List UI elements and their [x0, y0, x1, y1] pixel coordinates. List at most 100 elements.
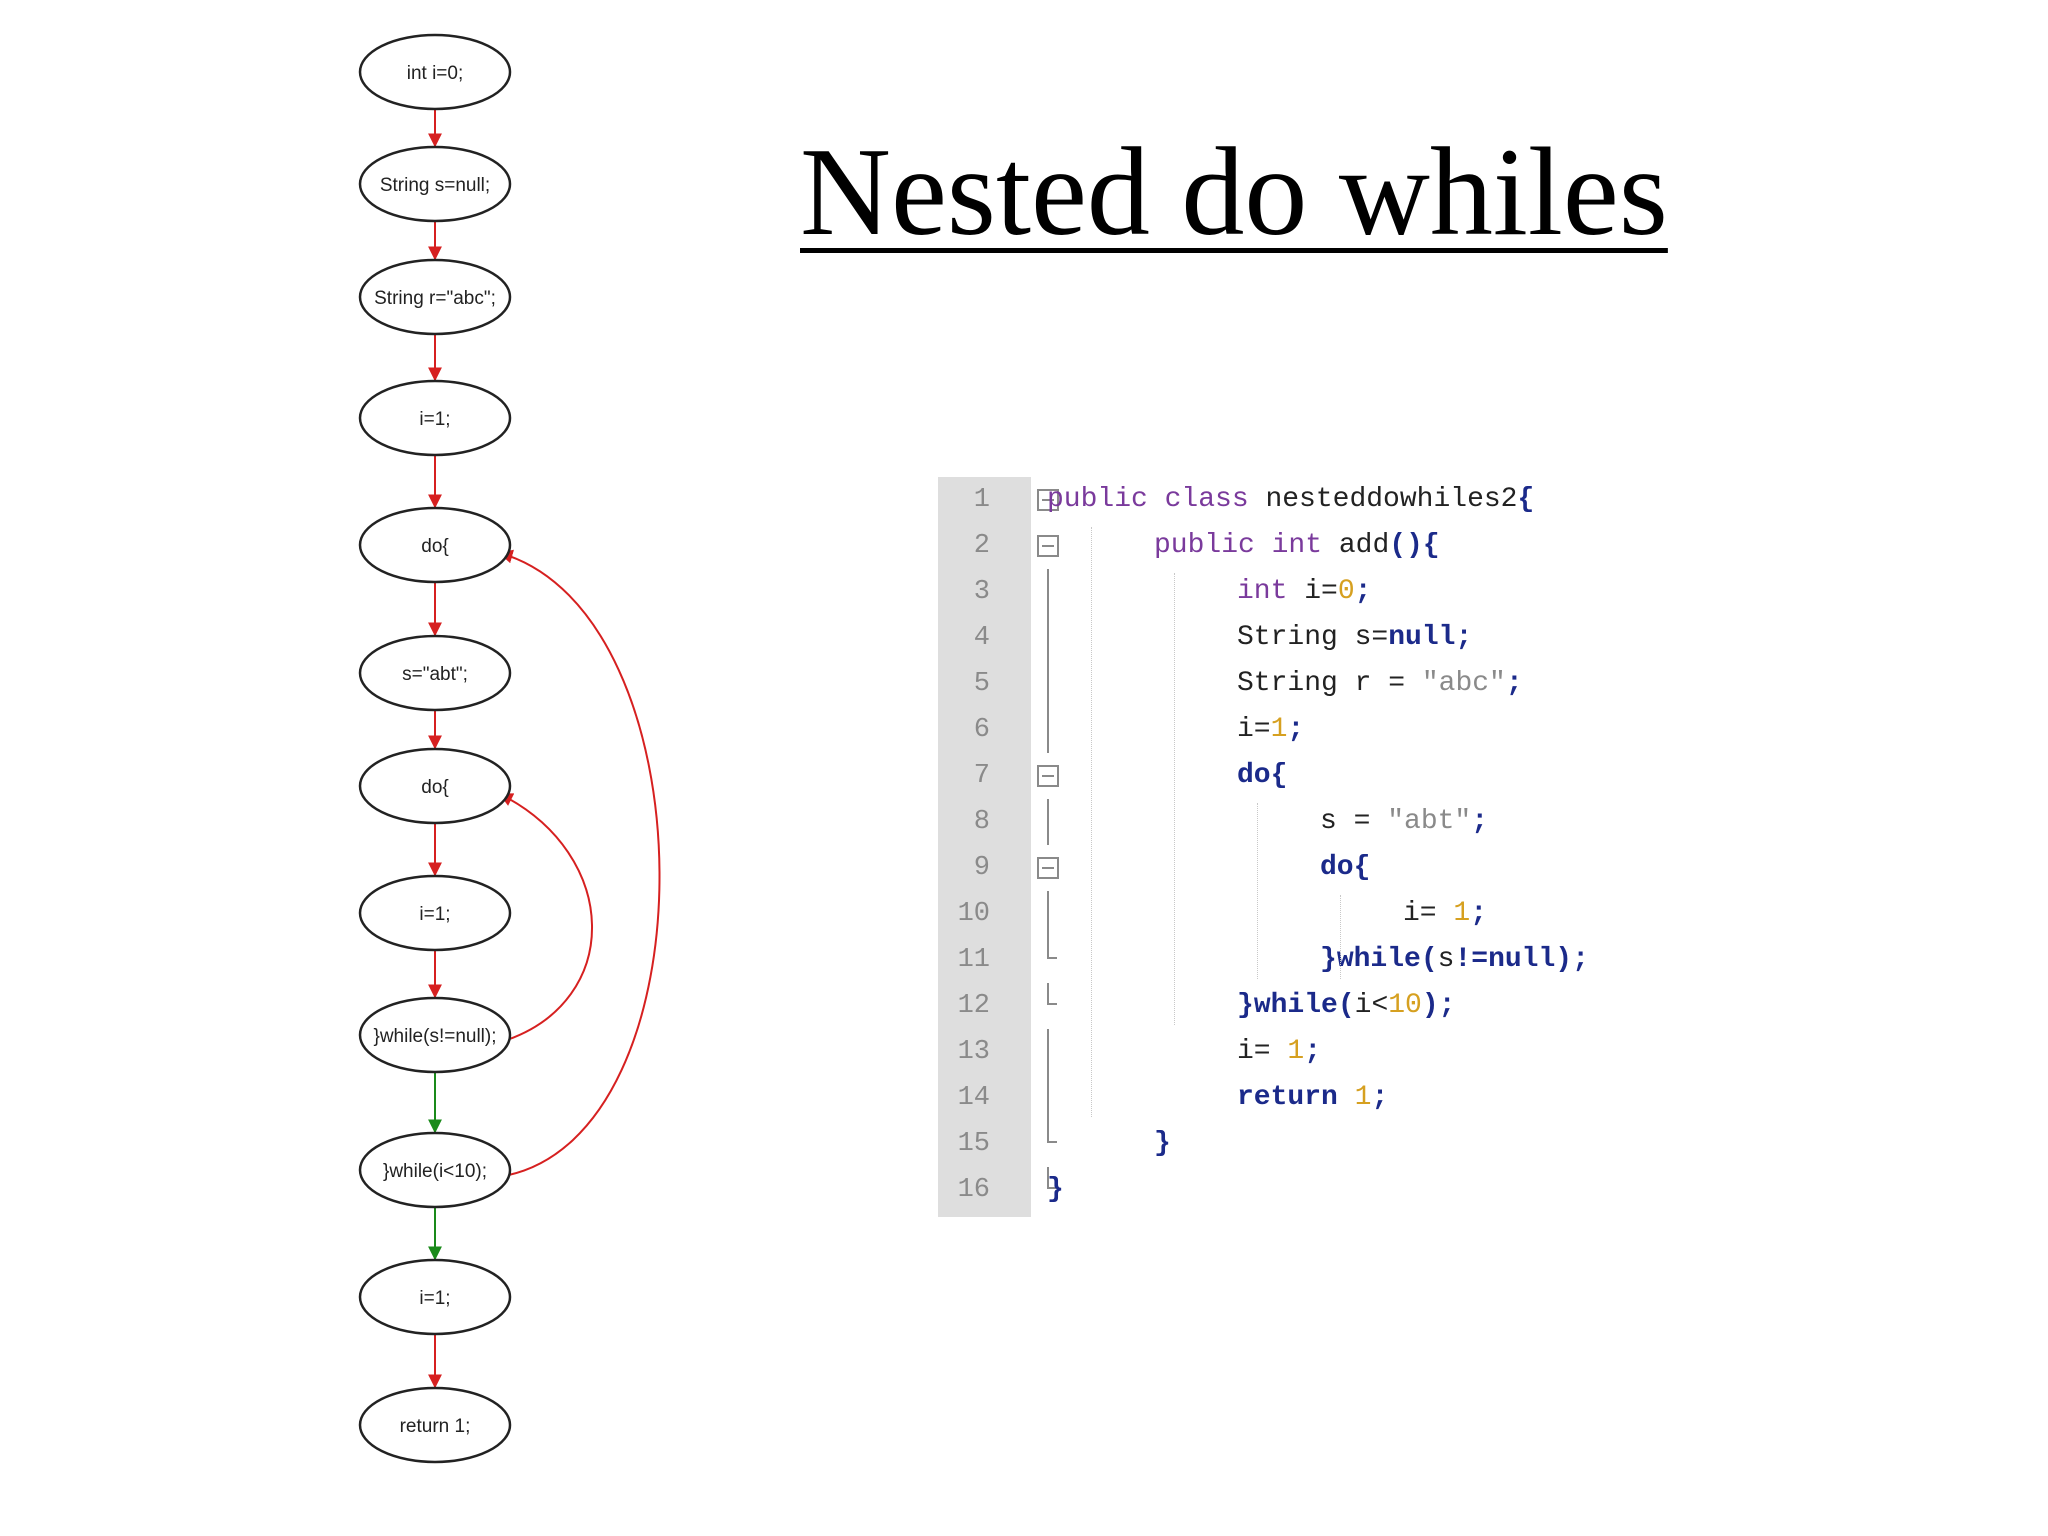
code-token: i< [1354, 990, 1389, 1021]
code-token: i= [1304, 576, 1338, 607]
code-token: ); [1421, 990, 1456, 1021]
slide-title: Nested do whiles [800, 123, 1668, 262]
code-text: public int add(){ [1154, 523, 1440, 569]
code-text: String s=null; [1237, 615, 1472, 661]
code-text: } [1047, 1167, 1064, 1213]
code-token: } [1237, 990, 1254, 1021]
code-line: 15} [938, 1121, 1674, 1167]
line-number: 1 [973, 485, 990, 515]
code-line: 3 int i=0; [938, 569, 1674, 615]
line-number: 12 [957, 991, 990, 1021]
code-token: 1 [1287, 1036, 1305, 1067]
code-text: s = "abt"; [1320, 799, 1488, 845]
line-number: 16 [957, 1175, 990, 1205]
code-text: }while(s!=null); [1320, 937, 1589, 983]
code-text: } [1154, 1121, 1171, 1167]
line-number: 2 [973, 531, 990, 561]
code-token: while [1253, 990, 1338, 1021]
fold-end-marker [1047, 937, 1057, 959]
flow-node-label: i=1; [419, 1288, 450, 1309]
flow-node: i=1; [358, 379, 512, 457]
flow-node-ellipse [358, 1386, 512, 1464]
code-token: ; [1470, 898, 1488, 929]
line-number: 8 [973, 807, 990, 837]
code-text: int i=0; [1237, 569, 1371, 615]
flow-node-ellipse [358, 258, 512, 336]
flow-node-label: }while(i<10); [383, 1161, 487, 1182]
line-number: 10 [957, 899, 990, 929]
flow-node: }while(s!=null); [358, 996, 512, 1074]
code-token: ; [1371, 1082, 1389, 1113]
flow-node-label: i=1; [419, 409, 450, 430]
flow-node-ellipse [358, 506, 512, 584]
flow-node: do{ [358, 747, 512, 825]
code-token: ; [1505, 668, 1523, 699]
flow-node-ellipse [358, 33, 512, 111]
flow-node-label: String s=null; [380, 175, 490, 196]
code-token: "abc" [1421, 668, 1506, 699]
code-text: public class nesteddowhiles2{ [1047, 477, 1534, 523]
flow-node-label: s="abt"; [402, 664, 468, 685]
fold-guide-line [1047, 1029, 1049, 1075]
flow-node: s="abt"; [358, 634, 512, 712]
flow-node: }while(i<10); [358, 1131, 512, 1209]
flow-node-label: }while(s!=null); [373, 1026, 496, 1047]
line-number: 3 [973, 577, 990, 607]
code-text: do{ [1320, 845, 1370, 891]
code-line: 2 public int add(){ [938, 523, 1674, 569]
fold-guide-line [1047, 615, 1049, 661]
flow-node-label: return 1; [400, 1416, 471, 1437]
code-token: while [1336, 944, 1421, 975]
code-text: i= 1; [1237, 1029, 1321, 1075]
code-line: 1 public class nesteddowhiles2{ [938, 477, 1674, 523]
line-number: 7 [973, 761, 990, 791]
fold-guide-line [1047, 661, 1049, 707]
code-line: 16} [938, 1167, 1674, 1213]
flow-node-ellipse [358, 996, 512, 1074]
flow-node: String s=null; [358, 145, 512, 223]
code-line: 12}while(i<10); [938, 983, 1674, 1029]
code-token: ); [1555, 944, 1589, 975]
code-token: public class [1047, 484, 1266, 515]
code-token: null [1388, 622, 1456, 653]
fold-end-marker [1047, 1167, 1057, 1189]
code-token: add [1338, 530, 1390, 561]
code-token: do [1237, 760, 1271, 791]
code-line: 11}while(s!=null); [938, 937, 1674, 983]
code-token: s = [1320, 806, 1388, 837]
code-token: ; [1455, 622, 1473, 653]
fold-toggle-icon[interactable] [1037, 535, 1059, 557]
code-token: } [1154, 1128, 1171, 1159]
code-line: 6 i=1; [938, 707, 1674, 753]
line-number: 15 [957, 1129, 990, 1159]
code-token: ( [1337, 990, 1355, 1021]
code-editor-panel: 1 public class nesteddowhiles2{ 2 public in… [938, 477, 1674, 1217]
flow-node: return 1; [358, 1386, 512, 1464]
fold-toggle-icon[interactable] [1037, 857, 1059, 879]
code-token: 10 [1388, 990, 1422, 1021]
flow-node: do{ [358, 506, 512, 584]
code-text: i=1; [1237, 707, 1304, 753]
line-number: 9 [973, 853, 990, 883]
fold-guide-line [1047, 1075, 1049, 1121]
code-token: { [1517, 484, 1535, 515]
code-token: String r = [1237, 668, 1422, 699]
fold-guide-line [1047, 707, 1049, 753]
code-line: 9 do{ [938, 845, 1674, 891]
code-token: public int [1154, 530, 1339, 561]
flow-node-label: do{ [421, 536, 449, 557]
flow-node-ellipse [358, 634, 512, 712]
fold-toggle-icon[interactable] [1037, 489, 1059, 511]
line-number: 6 [973, 715, 990, 745]
indent-guide [1174, 573, 1175, 1025]
code-token: i= [1403, 898, 1454, 929]
fold-toggle-icon[interactable] [1037, 765, 1059, 787]
fold-end-marker [1047, 983, 1057, 1005]
code-token: ; [1354, 576, 1372, 607]
flow-node-ellipse [358, 874, 512, 952]
code-token: s [1437, 944, 1455, 975]
